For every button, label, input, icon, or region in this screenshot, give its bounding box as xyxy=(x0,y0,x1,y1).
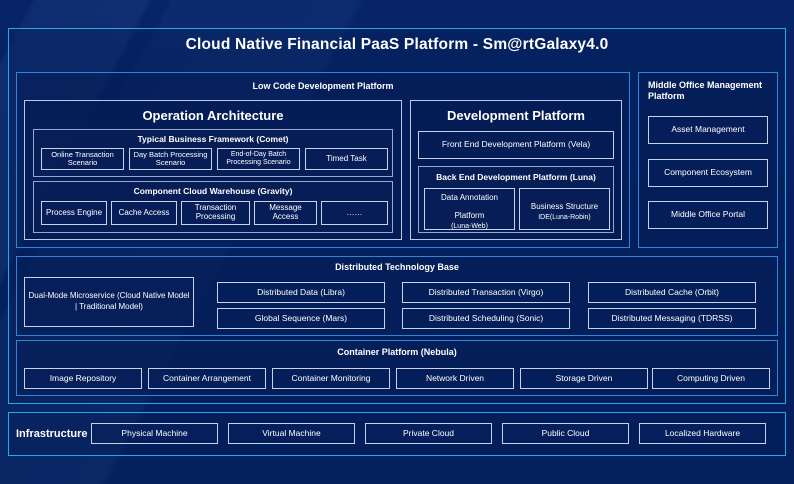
page-title: Cloud Native Financial PaaS Platform - S… xyxy=(185,36,609,53)
component-cloud-warehouse-title: Component Cloud Warehouse (Gravity) xyxy=(133,186,293,196)
chip-asset-management[interactable]: Asset Management xyxy=(648,116,768,144)
chip-ellipsis[interactable]: …… xyxy=(321,201,388,225)
chip-container-arrangement[interactable]: Container Arrangement xyxy=(148,368,266,389)
chip-dual-mode-microservice[interactable]: Dual-Mode Microservice (Cloud Native Mod… xyxy=(24,277,194,327)
container-platform-title: Container Platform (Nebula) xyxy=(337,347,457,357)
chip-data-annotation-platform-sub: (Luna-Web) xyxy=(451,223,488,230)
chip-business-structure-ide-main: Business Structure xyxy=(530,202,599,212)
chip-distributed-messaging[interactable]: Distributed Messaging (TDRSS) xyxy=(588,308,756,329)
chip-business-structure-ide[interactable]: Business Structure IDE(Luna-Robin) xyxy=(519,188,610,230)
chip-global-sequence[interactable]: Global Sequence (Mars) xyxy=(217,308,385,329)
chip-network-driven[interactable]: Network Driven xyxy=(396,368,514,389)
middle-office-management-platform-title: Middle Office Management Platform xyxy=(648,80,763,102)
chip-data-annotation-platform-main: Data Annotation Platform xyxy=(441,193,498,221)
chip-public-cloud[interactable]: Public Cloud xyxy=(502,423,629,444)
back-end-development-platform-panel xyxy=(418,166,614,233)
back-end-development-platform-title: Back End Development Platform (Luna) xyxy=(436,172,596,182)
chip-distributed-cache[interactable]: Distributed Cache (Orbit) xyxy=(588,282,756,303)
chip-distributed-transaction[interactable]: Distributed Transaction (Virgo) xyxy=(402,282,570,303)
chip-online-transaction-scenario[interactable]: Online Transaction Scenario xyxy=(41,148,124,170)
chip-component-ecosystem[interactable]: Component Ecosystem xyxy=(648,159,768,187)
chip-middle-office-portal[interactable]: Middle Office Portal xyxy=(648,201,768,229)
chip-front-end-development-platform[interactable]: Front End Development Platform (Vela) xyxy=(418,131,614,159)
chip-transaction-processing[interactable]: Transaction Processing xyxy=(181,201,250,225)
infrastructure-label: Infrastructure xyxy=(16,428,88,440)
chip-storage-driven[interactable]: Storage Driven xyxy=(520,368,648,389)
chip-day-batch-processing-scenario[interactable]: Day Batch Processing Scenario xyxy=(129,148,212,170)
chip-virtual-machine[interactable]: Virtual Machine xyxy=(228,423,355,444)
chip-process-engine[interactable]: Process Engine xyxy=(41,201,107,225)
infrastructure-section xyxy=(8,412,786,456)
chip-private-cloud[interactable]: Private Cloud xyxy=(365,423,492,444)
low-code-development-platform-title: Low Code Development Platform xyxy=(252,81,394,91)
development-platform-title: Development Platform xyxy=(447,108,585,123)
operation-architecture-title: Operation Architecture xyxy=(142,108,284,123)
chip-end-of-day-batch-processing-scenario[interactable]: End-of-Day Batch Processing Scenario xyxy=(217,148,300,170)
chip-message-access[interactable]: Message Access xyxy=(254,201,317,225)
chip-computing-driven[interactable]: Computing Driven xyxy=(652,368,770,389)
distributed-technology-base-section xyxy=(16,256,778,336)
chip-timed-task[interactable]: Timed Task xyxy=(305,148,388,170)
chip-physical-machine[interactable]: Physical Machine xyxy=(91,423,218,444)
chip-distributed-scheduling[interactable]: Distributed Scheduling (Sonic) xyxy=(402,308,570,329)
chip-container-monitoring[interactable]: Container Monitoring xyxy=(272,368,390,389)
typical-business-framework-title: Typical Business Framework (Comet) xyxy=(137,134,289,144)
chip-localized-hardware[interactable]: Localized Hardware xyxy=(639,423,766,444)
chip-data-annotation-platform[interactable]: Data Annotation Platform (Luna-Web) xyxy=(424,188,515,230)
distributed-technology-base-title: Distributed Technology Base xyxy=(335,262,459,272)
chip-business-structure-ide-sub: IDE(Luna-Robin) xyxy=(538,214,591,222)
middle-office-management-platform-section xyxy=(638,72,778,248)
chip-distributed-data[interactable]: Distributed Data (Libra) xyxy=(217,282,385,303)
chip-image-repository[interactable]: Image Repository xyxy=(24,368,142,389)
chip-cache-access[interactable]: Cache Access xyxy=(111,201,177,225)
